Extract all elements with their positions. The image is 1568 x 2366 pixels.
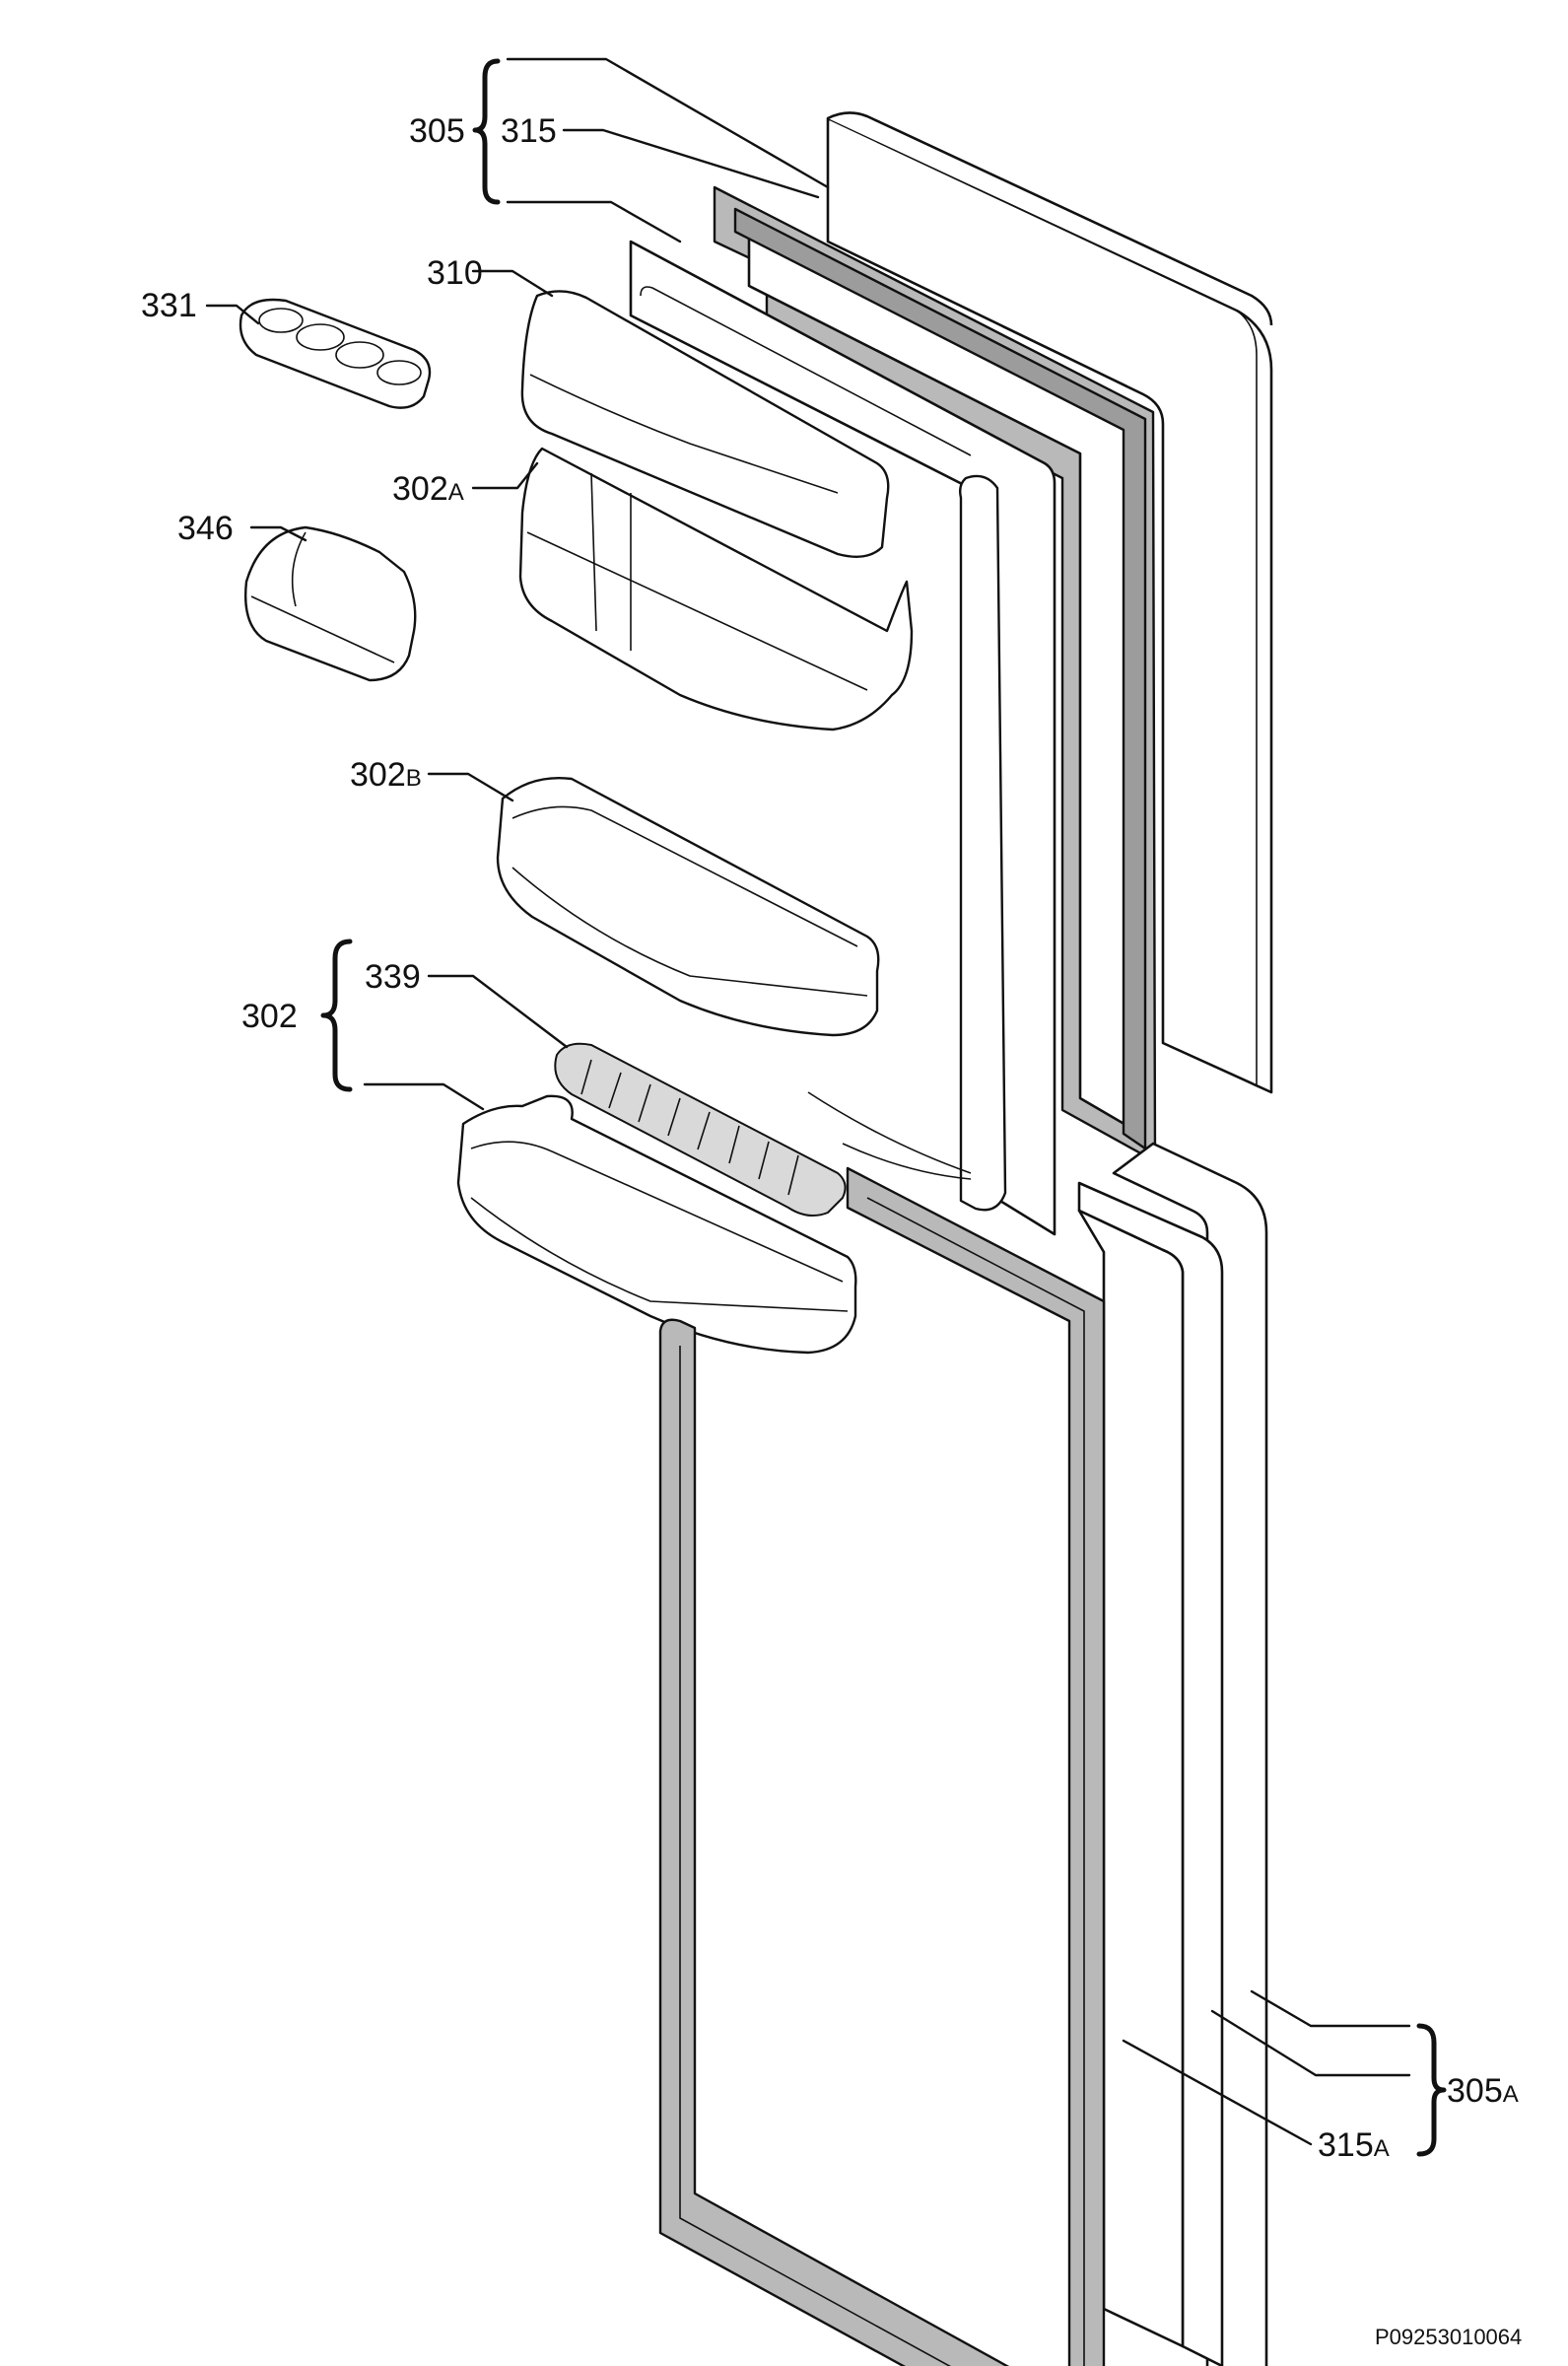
label-315: 315	[501, 112, 557, 150]
label-302: 302	[241, 998, 298, 1035]
brace-302	[320, 939, 353, 1092]
label-310: 310	[427, 254, 483, 292]
label-346: 346	[177, 510, 234, 547]
bottom-door-shelf	[456, 1094, 857, 1355]
bottle-retainer	[554, 1042, 847, 1218]
leader-lines	[205, 57, 1411, 2146]
brace-305a	[1416, 2023, 1447, 2157]
lower-door-outer-panel	[1077, 1142, 1268, 2366]
label-305a: 305A	[1447, 2072, 1519, 2110]
brace-305	[472, 58, 501, 205]
label-331: 331	[141, 287, 197, 324]
upper-door-gasket	[713, 185, 1157, 1163]
egg-tray	[239, 298, 432, 409]
upper-door-inner-liner	[629, 240, 1057, 1236]
label-339: 339	[365, 958, 421, 996]
dairy-shelf-with-lid	[518, 290, 914, 731]
lower-door-gasket	[658, 1166, 1106, 2366]
part-labels: 305 315 310 331 302A 346 302B 339 302 30…	[141, 112, 1519, 2164]
drawing-code: P09253010064	[1375, 2325, 1522, 2349]
label-305: 305	[409, 112, 465, 150]
label-302b: 302B	[350, 756, 422, 794]
middle-door-shelf	[496, 777, 880, 1037]
label-315a: 315A	[1318, 2126, 1390, 2164]
butter-dish	[244, 525, 417, 682]
label-302a: 302A	[392, 470, 464, 508]
upper-door-outer-panel	[826, 111, 1273, 1094]
braces	[320, 58, 1447, 2157]
